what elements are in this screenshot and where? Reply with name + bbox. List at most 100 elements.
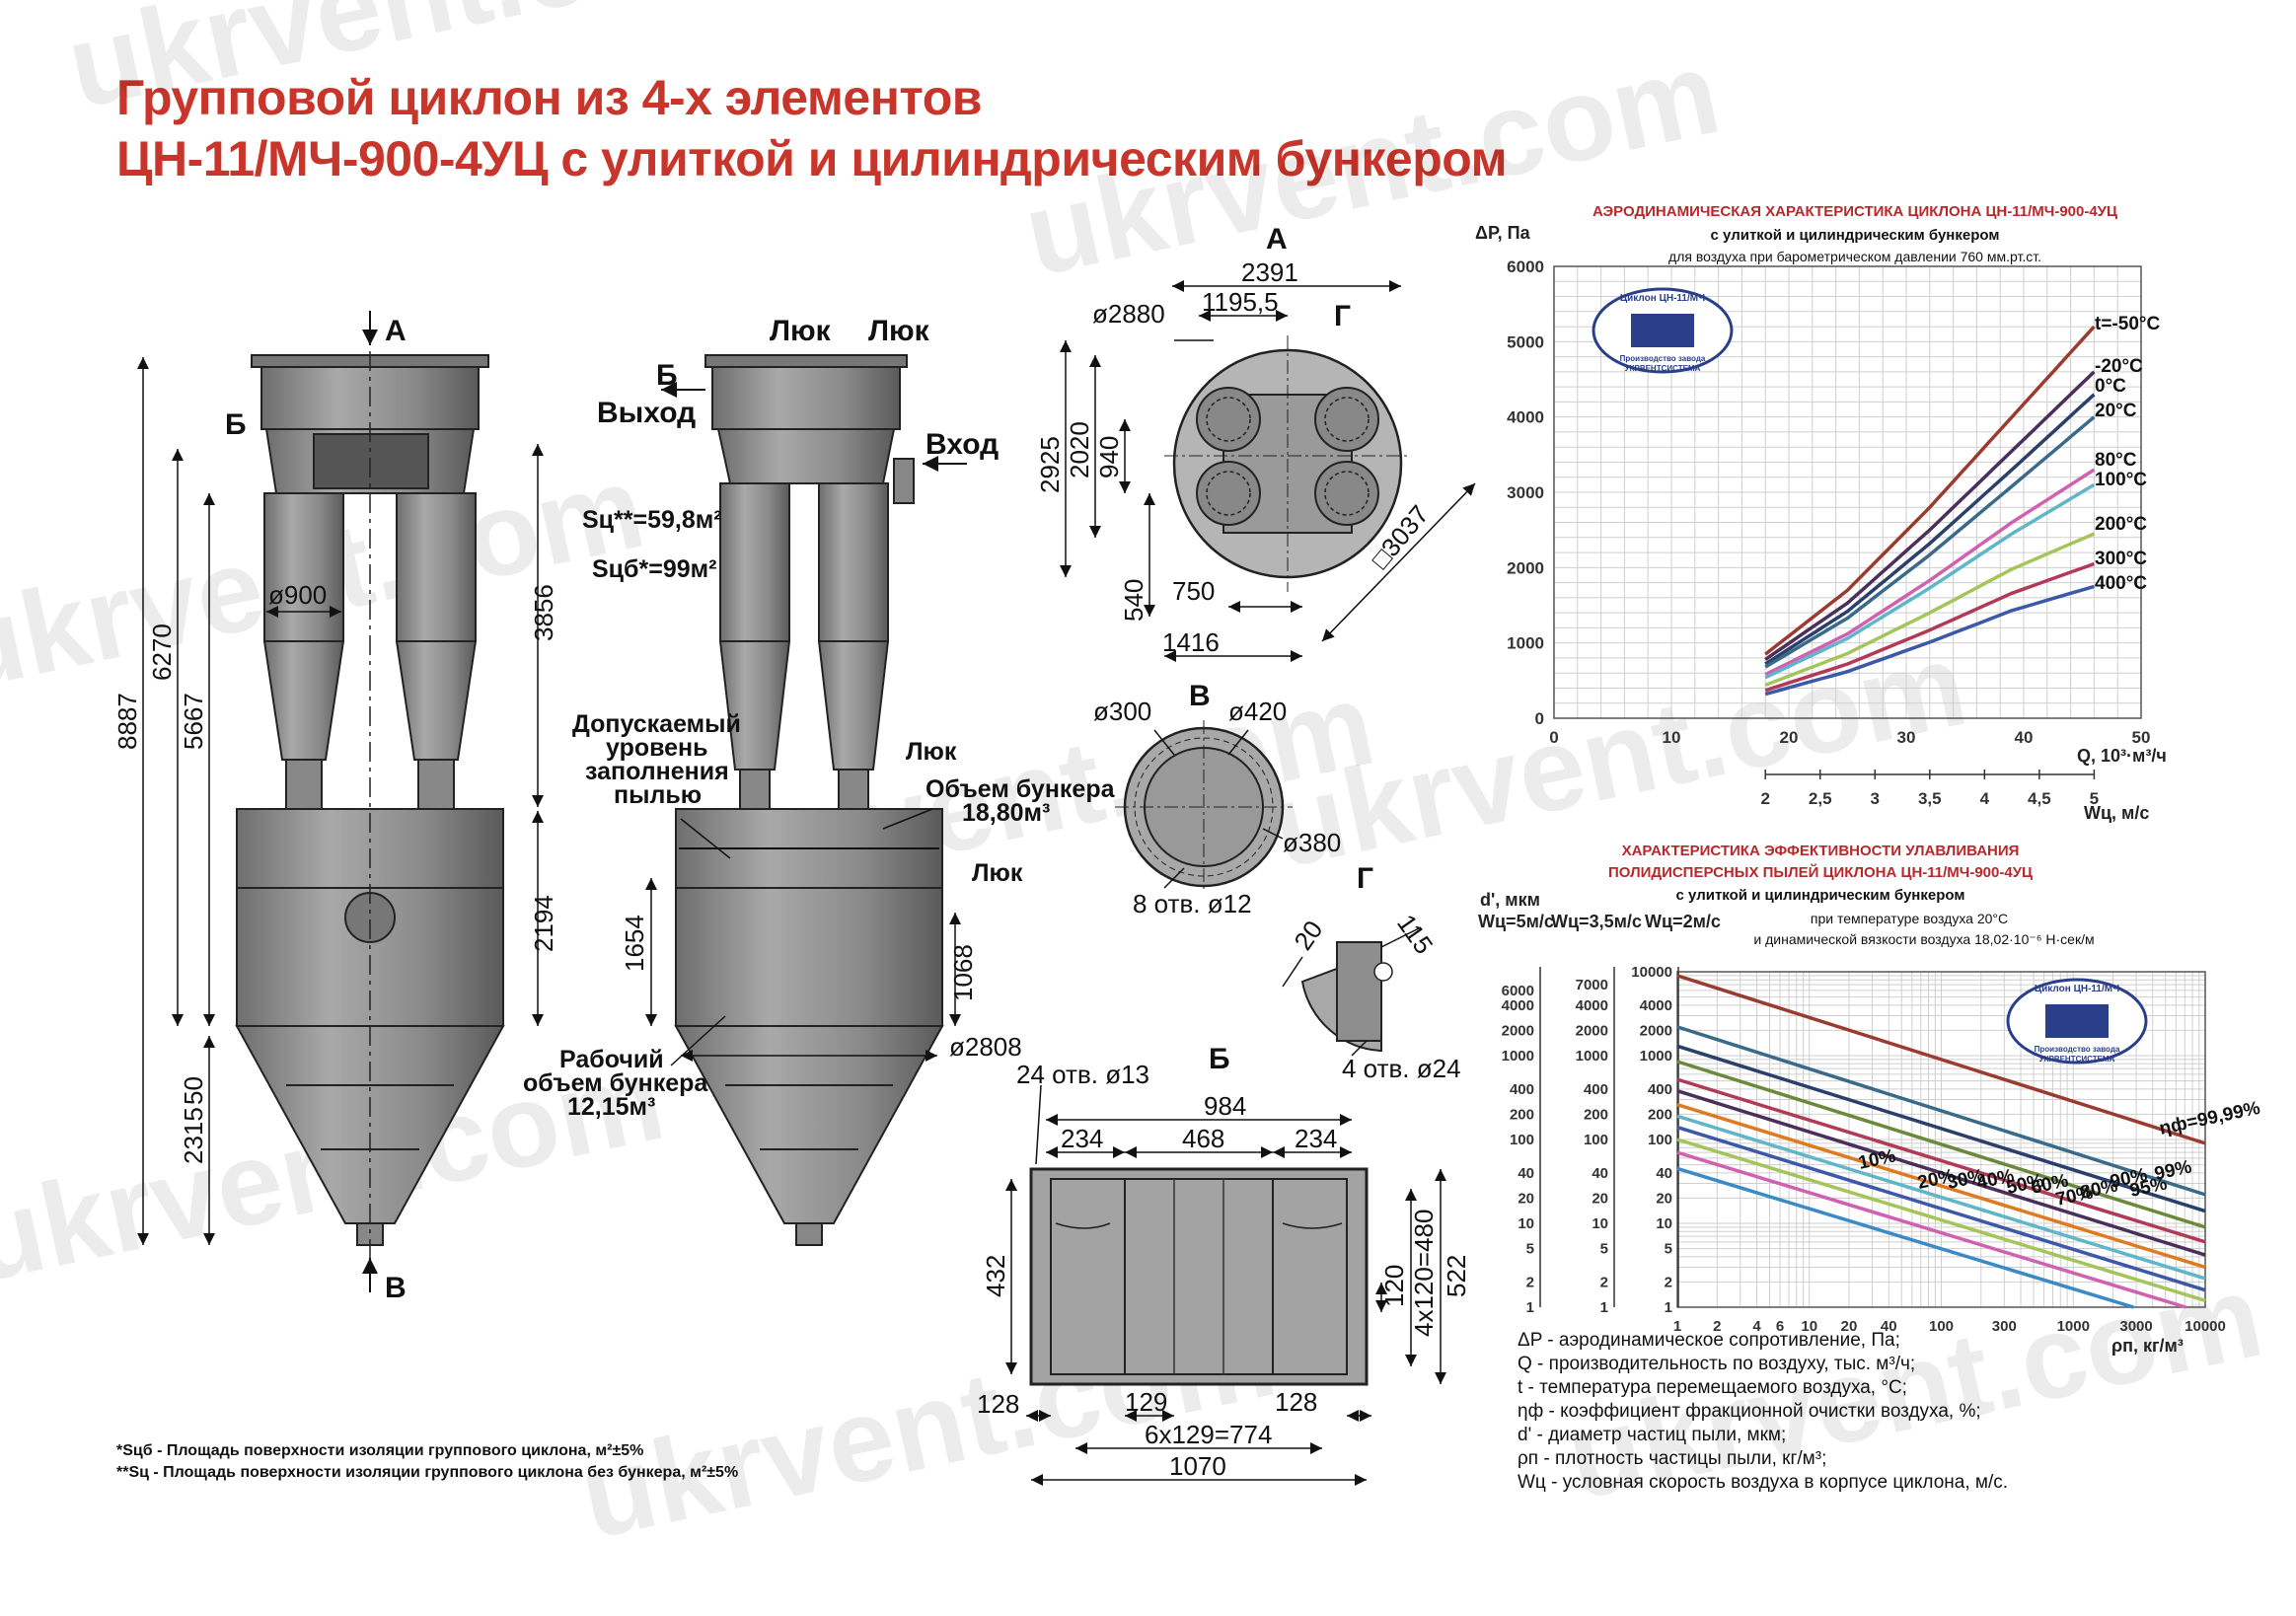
- legend-line: t - температура перемещаемого воздуха, °…: [1518, 1377, 1907, 1398]
- bunker-vol-line-2: 18,80м³: [962, 799, 1050, 827]
- chart1-ytick: 0: [1535, 709, 1544, 728]
- chart2-xtick: 6: [1776, 1318, 1784, 1335]
- dim-holes-b: 24 отв. ø13: [1016, 1060, 1149, 1089]
- stamp-line1: Циклон ЦН-11/МЧ: [1620, 293, 1705, 304]
- side-dust-level-label: Допускаемый уровень заполнения пылью: [572, 710, 741, 809]
- work-vol-line-2: объем бункера: [523, 1069, 708, 1097]
- dim-128a: 128: [977, 1389, 1019, 1419]
- chart2-ytick: 6000: [1502, 983, 1534, 999]
- dim-d900: ø900: [268, 580, 327, 610]
- side-lyuk-1: Люк: [770, 315, 832, 347]
- dim-522: 522: [1442, 1255, 1471, 1297]
- dim-2194: 2194: [529, 895, 558, 952]
- front-label-b: Б: [225, 408, 247, 441]
- chart1-ytick: 2000: [1507, 558, 1544, 577]
- legend-line: Wц - условная скорость воздуха в корпусе…: [1518, 1472, 2009, 1493]
- dim-d2880: ø2880: [1092, 299, 1165, 329]
- chart2-title2: ПОЛИДИСПЕРСНЫХ ПЫЛЕЙ ЦИКЛОНА ЦН-11/МЧ-90…: [1608, 863, 2033, 881]
- dim-3856: 3856: [529, 584, 558, 641]
- chart2-ytick: 1: [1600, 1299, 1608, 1316]
- side-lyuk-3: Люк: [906, 738, 957, 766]
- chart2-ytick: 5: [1665, 1241, 1672, 1258]
- dim-480: 4x120=480: [1409, 1210, 1439, 1337]
- side-area-sc: Sц**=59,8м²: [582, 506, 722, 534]
- chart2-note2: и динамической вязкости воздуха 18,02·10…: [1753, 931, 2094, 947]
- dim-5667: 5667: [179, 693, 208, 750]
- chart2-ytick: 2000: [1640, 1022, 1672, 1039]
- chart2-series-line: [1676, 1138, 2206, 1302]
- chart1-x2tick: 4,5: [2028, 789, 2051, 808]
- chart2-ytick: 7000: [1576, 977, 1608, 993]
- chart2-ytick: 2: [1600, 1274, 1608, 1290]
- side-label-b: Б: [656, 359, 678, 392]
- title-line-2: ЦН-11/МЧ-900-4УЦ с улиткой и цилиндричес…: [116, 131, 1508, 186]
- chart2-ytick: 400: [1510, 1081, 1534, 1098]
- chart1-series-label: 300°C: [2095, 549, 2147, 569]
- chart1-series-label: t=-50°C: [2095, 314, 2160, 334]
- chart2-ylabel-w2: Wц=2м/с: [1645, 912, 1721, 931]
- chart1-title: АЭРОДИНАМИЧЕСКАЯ ХАРАКТЕРИСТИКА ЦИКЛОНА …: [1592, 203, 2117, 220]
- watermark-text: ukrvent.com: [57, 0, 774, 133]
- chart2-ytick: 1: [1665, 1299, 1672, 1316]
- chart1-series-label: 20°C: [2095, 401, 2137, 421]
- dim-120: 120: [1379, 1265, 1409, 1307]
- chart1-subtitle: с улиткой и цилиндрическим бункером: [1711, 227, 2000, 244]
- chart2-ytick: 2000: [1502, 1022, 1534, 1039]
- view-b: [1005, 1084, 1446, 1486]
- dim-1416: 1416: [1162, 627, 1220, 657]
- chart1-series-label: 80°C: [2095, 450, 2137, 471]
- chart1-series-label: 100°C: [2095, 470, 2147, 490]
- dust-line-1: Допускаемый: [572, 710, 741, 738]
- chart1-x2tick: 2,5: [1809, 789, 1832, 808]
- dim-2925: 2925: [1035, 436, 1065, 493]
- chart1-x2tick: 3,5: [1918, 789, 1942, 808]
- chart1-xtick: 40: [2015, 728, 2034, 747]
- dim-1195: 1195,5: [1202, 287, 1279, 317]
- stamp2-line2: Производство завода: [2035, 1045, 2120, 1054]
- chart2-series-line: [1676, 1150, 2186, 1309]
- dust-line-2: уровень: [606, 734, 708, 762]
- chart2-ytick: 4000: [1502, 997, 1534, 1014]
- dim-1070: 1070: [1169, 1451, 1226, 1481]
- chart2-series-label: ηф=99,99%: [2158, 1098, 2262, 1139]
- chart1-x2label: Wц, м/с: [2084, 803, 2149, 823]
- chart2-xtick: 4: [1752, 1318, 1761, 1335]
- chart2-ytick: 40: [1656, 1165, 1672, 1182]
- chart2-series-line: [1676, 1114, 2206, 1281]
- chart1-series-line: [1764, 532, 2096, 688]
- dim-234a: 234: [1061, 1124, 1103, 1153]
- chart2-ytick: 2: [1526, 1274, 1534, 1290]
- chart1-frame: [1553, 265, 2142, 719]
- view-a-g: Г: [1334, 300, 1351, 332]
- chart2-xlabel: ρп, кг/м³: [2111, 1336, 2184, 1356]
- stamp-line3: УКРВЕНТСИСТЕМА: [1625, 364, 1701, 373]
- chart2-ylabel-w35: Wц=3,5м/с: [1551, 912, 1642, 931]
- chart1-ytick: 6000: [1507, 257, 1544, 276]
- side-work-volume-label: Рабочий объем бункера 12,15м³: [523, 1046, 708, 1121]
- chart2-xtick: 20: [1841, 1318, 1858, 1335]
- chart1-series-line: [1764, 468, 2096, 677]
- chart2-subtitle: с улиткой и цилиндрическим бункером: [1676, 887, 1965, 904]
- dim-2315: 2315: [179, 1107, 208, 1164]
- dim-540: 540: [1119, 579, 1148, 622]
- stamp2-line1: Циклон ЦН-11/МЧ: [2035, 984, 2119, 994]
- chart2-ytick: 100: [1648, 1132, 1672, 1148]
- dim-1654: 1654: [620, 915, 649, 972]
- chart2-xtick: 10: [1801, 1318, 1817, 1335]
- chart2-xtick: 1: [1673, 1318, 1681, 1335]
- side-vkhod: Вход: [926, 428, 999, 461]
- chart2-ytick: 10000: [1631, 964, 1672, 981]
- chart1-series-line: [1764, 393, 2096, 666]
- title-line-1: Групповой циклон из 4-х элементов: [116, 70, 983, 125]
- aerodynamic-chart: АЭРОДИНАМИЧЕСКАЯ ХАРАКТЕРИСТИКА ЦИКЛОНА …: [1475, 203, 2167, 823]
- dim-d420: ø420: [1228, 697, 1287, 726]
- dust-line-4: пылью: [614, 781, 702, 809]
- chart2-ytick: 200: [1510, 1106, 1534, 1123]
- front-view: [137, 311, 544, 1292]
- chart1-ylabel: ΔP, Па: [1475, 223, 1531, 243]
- chart2-xtick: 300: [1992, 1318, 2017, 1335]
- side-area-scb: Sцб*=99м²: [592, 555, 716, 583]
- chart2-ytick: 20: [1592, 1190, 1608, 1207]
- view-a: [1060, 280, 1476, 662]
